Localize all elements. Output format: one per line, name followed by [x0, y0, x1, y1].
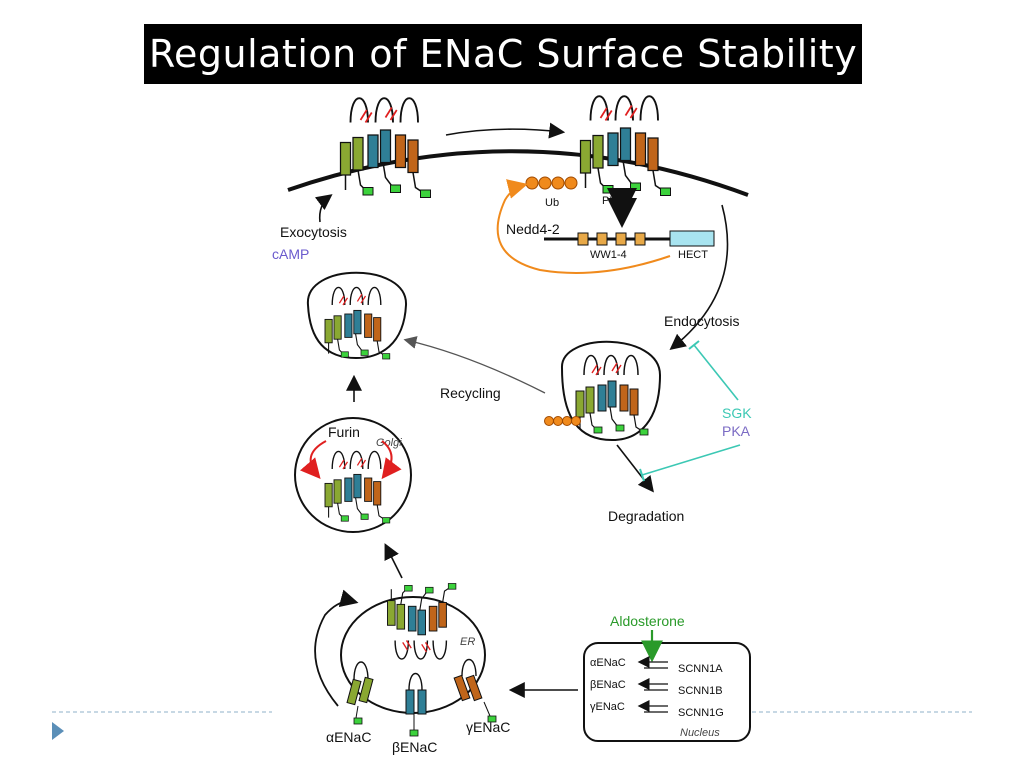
- gene-row-beta: βENaC SCNN1B: [590, 678, 723, 697]
- gamma-enac-label: γENaC: [466, 719, 510, 735]
- ubiquitin-chain: [525, 176, 578, 190]
- nucleus-label: Nucleus: [680, 727, 720, 739]
- secretory-vesicle: [306, 271, 408, 360]
- plasma-membrane: [287, 149, 749, 197]
- gene-row-gamma: γENaC SCNN1G: [590, 700, 724, 719]
- beta-subunit: [405, 672, 427, 737]
- aldosterone-label: Aldosterone: [610, 613, 685, 629]
- gamma-subunit: [453, 658, 497, 723]
- svg-text:αENaC: αENaC: [590, 657, 626, 669]
- svg-text:SCNN1G: SCNN1G: [678, 707, 724, 719]
- vesicle-channel: [324, 286, 391, 360]
- golgi-compartment: [294, 417, 412, 533]
- hect-domain: [669, 230, 715, 247]
- alpha-subunit: [346, 661, 374, 725]
- ww-label: WW1-4: [590, 249, 627, 261]
- svg-text:SCNN1B: SCNN1B: [678, 685, 723, 697]
- py-label: PY: [602, 195, 617, 207]
- camp-label: cAMP: [272, 246, 309, 262]
- recycling-label: Recycling: [440, 385, 501, 401]
- er-assembled-channel: [386, 582, 457, 660]
- pka-label: PKA: [722, 423, 751, 439]
- nedd4-label: Nedd4-2: [506, 221, 560, 237]
- endosome-ubiquitin: [544, 416, 581, 426]
- surface-channel-right: [579, 95, 672, 197]
- endosome-channel: [575, 354, 649, 436]
- gene-row-alpha: αENaC SCNN1A: [590, 656, 723, 675]
- ub-label: Ub: [545, 197, 559, 209]
- surface-channel-left: [339, 97, 432, 199]
- nucleus-box: [583, 642, 751, 742]
- alpha-enac-label: αENaC: [326, 729, 371, 745]
- endocytosis-label: Endocytosis: [664, 313, 739, 329]
- slide-bullet-icon: [52, 722, 64, 740]
- furin-label: Furin: [328, 424, 360, 440]
- sgk-label: SGK: [722, 405, 752, 421]
- hect-label: HECT: [678, 249, 708, 261]
- degradation-label: Degradation: [608, 508, 684, 524]
- beta-enac-label: βENaC: [392, 739, 437, 755]
- exocytosis-label: Exocytosis: [280, 224, 347, 240]
- golgi-channel: [324, 450, 391, 524]
- er-label: ER: [460, 636, 475, 648]
- svg-text:SCNN1A: SCNN1A: [678, 663, 723, 675]
- endosome: [560, 340, 662, 442]
- golgi-label: Golgi: [376, 437, 402, 449]
- svg-text:βENaC: βENaC: [590, 679, 626, 691]
- svg-text:γENaC: γENaC: [590, 701, 625, 713]
- slide-title: Regulation of ENaC Surface Stability: [144, 24, 862, 84]
